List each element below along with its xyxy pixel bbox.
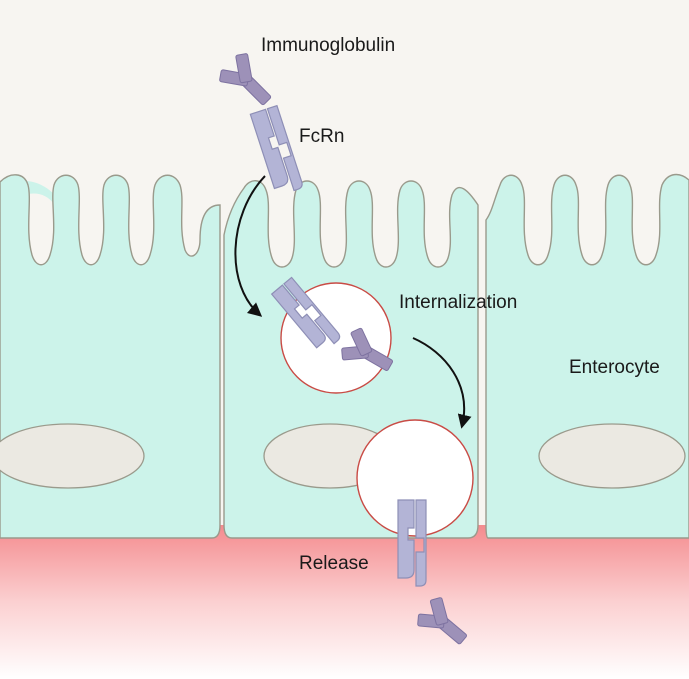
label-enterocyte: Enterocyte — [569, 357, 660, 378]
nucleus-right — [538, 423, 686, 489]
arrow-to-release — [412, 337, 472, 429]
immunoglobulin-internalized — [341, 327, 394, 371]
fcrn-top — [249, 104, 303, 192]
fcrn-internalized — [270, 276, 341, 349]
arrow-to-internalization — [234, 175, 266, 317]
vesicle-release — [356, 419, 474, 537]
label-immunoglobulin: Immunoglobulin — [261, 35, 396, 56]
nucleus-left — [0, 423, 145, 489]
blood-region — [0, 525, 689, 679]
label-release: Release — [299, 553, 369, 574]
label-internalization: Internalization — [399, 292, 518, 313]
fcrn-release — [397, 499, 427, 587]
immunoglobulin-top — [219, 53, 272, 106]
immunoglobulin-released — [417, 597, 467, 645]
label-fcrn: FcRn — [299, 126, 345, 147]
